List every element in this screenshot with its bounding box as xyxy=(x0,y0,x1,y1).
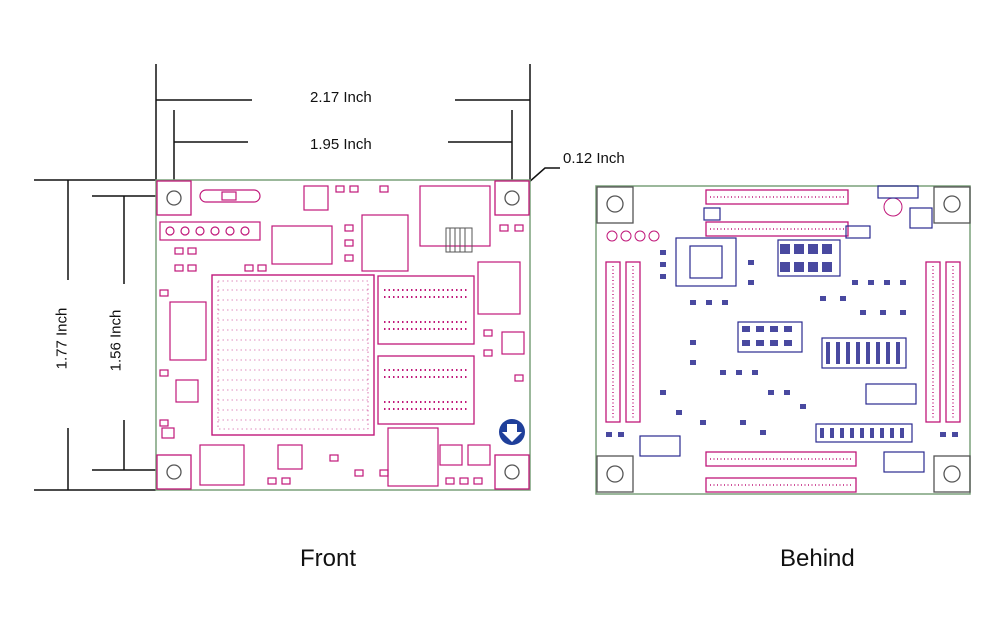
mount-holes xyxy=(166,190,520,480)
back-board xyxy=(595,185,971,495)
hole-spacing-width-label: 1.95 Inch xyxy=(310,136,372,153)
fpga-bga xyxy=(211,274,375,436)
back-components xyxy=(639,185,933,473)
overall-width-label: 2.17 Inch xyxy=(310,89,372,106)
behind-caption: Behind xyxy=(780,545,855,572)
hole-offset-label: 0.12 Inch xyxy=(563,150,625,167)
back-connectors xyxy=(605,189,961,493)
hole-spacing-height-label: 1.56 Inch xyxy=(107,309,125,372)
front-board xyxy=(155,179,531,491)
dimension-lines xyxy=(34,64,560,491)
back-mount-holes xyxy=(596,186,971,493)
overall-height-label: 1.77 Inch xyxy=(53,307,71,370)
down-arrow-icon xyxy=(499,419,525,445)
front-caption: Front xyxy=(300,545,357,572)
memory-chips xyxy=(377,275,475,425)
